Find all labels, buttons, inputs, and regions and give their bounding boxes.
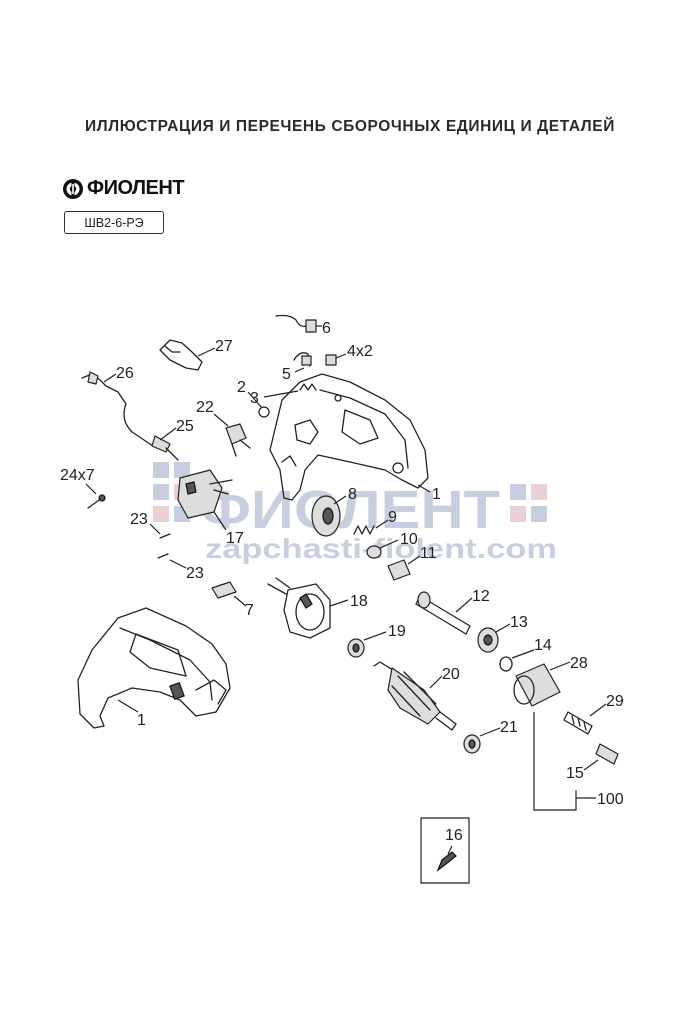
callout-28: 28 xyxy=(570,655,588,672)
part-100-group: 100 xyxy=(533,712,624,811)
callout-22: 22 xyxy=(196,399,214,416)
part-1-housing-outer: 1 xyxy=(77,607,231,729)
callout-29: 29 xyxy=(606,693,624,710)
part-4x2-brush: 4x2 xyxy=(325,343,373,366)
callout-14: 14 xyxy=(534,637,552,654)
part-17-switch: 17 xyxy=(177,469,244,547)
callout-27: 27 xyxy=(215,338,233,355)
callout-100: 100 xyxy=(597,791,624,808)
callout-13: 13 xyxy=(510,614,528,631)
part-26-cable-plug: 26 xyxy=(81,365,163,451)
watermark-squares-right-icon xyxy=(510,484,547,522)
part-2-washer: 2 xyxy=(237,379,270,418)
callout-16: 16 xyxy=(445,827,463,844)
callout-10: 10 xyxy=(400,531,418,548)
part-7-brush-block: 7 xyxy=(211,581,254,619)
callout-17: 17 xyxy=(226,530,244,547)
callout-7: 7 xyxy=(245,602,254,619)
part-19-bearing: 19 xyxy=(347,623,406,658)
part-18-stator: 18 xyxy=(267,577,368,639)
part-8-gear: 8 xyxy=(311,486,357,537)
part-23-pin-upper: 23 xyxy=(130,511,171,539)
part-16-bit-inset: 16 xyxy=(420,817,470,884)
callout-25: 25 xyxy=(176,418,194,435)
callout-1-top: 1 xyxy=(432,486,441,503)
model-label: ШВ2-6-РЭ xyxy=(64,211,164,234)
fiolent-logo-icon xyxy=(63,178,83,199)
part-29-bit-holder: 29 xyxy=(563,693,624,735)
callout-18: 18 xyxy=(350,593,368,610)
part-13-bearing: 13 xyxy=(477,614,528,653)
callout-11: 11 xyxy=(420,545,437,562)
watermark-url: zapchasti-fiolent.com xyxy=(205,533,557,564)
part-20-armature: 20 xyxy=(373,661,460,731)
part-15-bit-sleeve: 15 xyxy=(566,743,619,782)
part-12-spindle: 12 xyxy=(415,588,490,635)
part-3-spring: 3 xyxy=(250,383,317,407)
callout-3: 3 xyxy=(250,390,259,407)
part-21-bearing: 21 xyxy=(463,719,518,754)
part-9-spring: 9 xyxy=(353,509,397,535)
part-6-brush-wire: 6 xyxy=(275,314,331,337)
callout-12: 12 xyxy=(472,588,490,605)
callout-15: 15 xyxy=(566,765,584,782)
callout-26: 26 xyxy=(116,365,134,382)
callout-23-upper: 23 xyxy=(130,511,148,528)
callout-21: 21 xyxy=(500,719,518,736)
brand-logo: ФИОЛЕНТ xyxy=(62,177,185,200)
part-27-clip: 27 xyxy=(159,338,233,371)
part-24x7-screw: 24x7 xyxy=(60,467,106,509)
part-22-filter: 22 xyxy=(196,399,251,457)
callout-8: 8 xyxy=(348,486,357,503)
part-28-sleeve: 28 xyxy=(513,655,588,707)
callout-6: 6 xyxy=(322,320,331,337)
callout-24x7: 24x7 xyxy=(60,467,95,484)
callout-19: 19 xyxy=(388,623,406,640)
callout-1-bottom: 1 xyxy=(137,712,146,729)
part-10-bushing: 10 xyxy=(366,531,418,559)
brand-name: ФИОЛЕНТ xyxy=(87,177,185,199)
callout-9: 9 xyxy=(388,509,397,526)
callout-4x2: 4x2 xyxy=(347,343,373,360)
callout-5: 5 xyxy=(282,366,291,383)
page-title: ИЛЛЮСТРАЦИЯ И ПЕРЕЧЕНЬ СБОРОЧНЫХ ЕДИНИЦ … xyxy=(85,118,615,135)
part-1-housing-half: 1 xyxy=(269,373,441,503)
part-23-pin-lower: 23 xyxy=(157,553,204,582)
part-5-brush-holder: 5 xyxy=(282,352,312,383)
callout-2: 2 xyxy=(237,379,246,396)
callout-23-lower: 23 xyxy=(186,565,204,582)
part-11-clutch: 11 xyxy=(387,545,437,581)
watermark: ФИОЛЕНТ zapchasti-fiolent.com xyxy=(153,462,557,564)
callout-20: 20 xyxy=(442,666,460,683)
watermark-brand: ФИОЛЕНТ xyxy=(200,480,500,540)
part-25-cable-sleeve: 25 xyxy=(151,418,194,461)
part-14-ring: 14 xyxy=(499,637,552,672)
